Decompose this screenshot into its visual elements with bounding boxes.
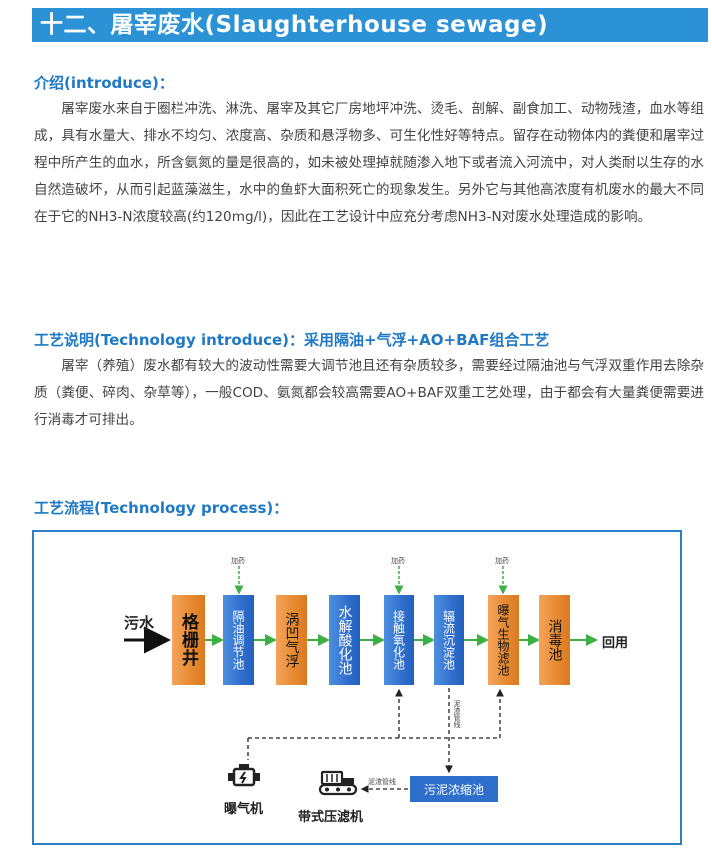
node-disinfection-tank: 消毒池 [539, 595, 570, 685]
filter-press-icon [318, 770, 358, 796]
node-hydrolysis-tank: 水解酸化池 [329, 595, 360, 685]
page-title: 十二、屠宰废水(Slaughterhouse sewage) [32, 8, 708, 42]
sludge-pipe-label-vertical: 泥渣管线 [453, 700, 461, 728]
outflow-label: 回用 [602, 636, 629, 651]
intro-paragraph: 屠宰废水来自于圈栏冲洗、淋洗、屠宰及其它厂房地坪冲洗、烫毛、剖解、副食加工、动物… [34, 101, 704, 225]
node-grit-well: 格栅井 [172, 595, 205, 685]
sludge-thickening-tank: 污泥浓缩池 [410, 776, 498, 802]
process-heading: 工艺流程(Technology process)： [34, 499, 289, 517]
sludge-pipe-label-horizontal: 泥渣管线 [368, 778, 396, 786]
tech-heading: 工艺说明(Technology introduce)：采用隔油+气浮+AO+BA… [34, 331, 550, 349]
node-contact-oxidation-tank: 接触氧化池 [384, 595, 414, 685]
dosing-label-3: 加药 [495, 557, 509, 565]
inflow-label: 污水 [124, 614, 155, 632]
node-cavitation-flotation: 涡凹气浮 [276, 595, 307, 685]
filter-press-label: 带式压滤机 [298, 810, 364, 825]
node-radial-settling-tank: 辐流沉淀池 [434, 595, 464, 685]
process-diagram-frame [32, 530, 682, 845]
dosing-label-1: 加药 [231, 557, 245, 565]
blower-icon [228, 764, 260, 787]
blower-label: 曝气机 [224, 802, 264, 817]
node-baf: 曝气生物滤池 [488, 595, 519, 685]
node-oil-separation-tank: 隔油调节池 [223, 595, 254, 685]
tech-paragraph: 屠宰（养殖）废水都有较大的波动性需要大调节池且还有杂质较多，需要经过隔油池与气浮… [34, 358, 704, 428]
intro-heading: 介绍(introduce)： [34, 74, 174, 92]
dosing-label-2: 加药 [391, 557, 405, 565]
